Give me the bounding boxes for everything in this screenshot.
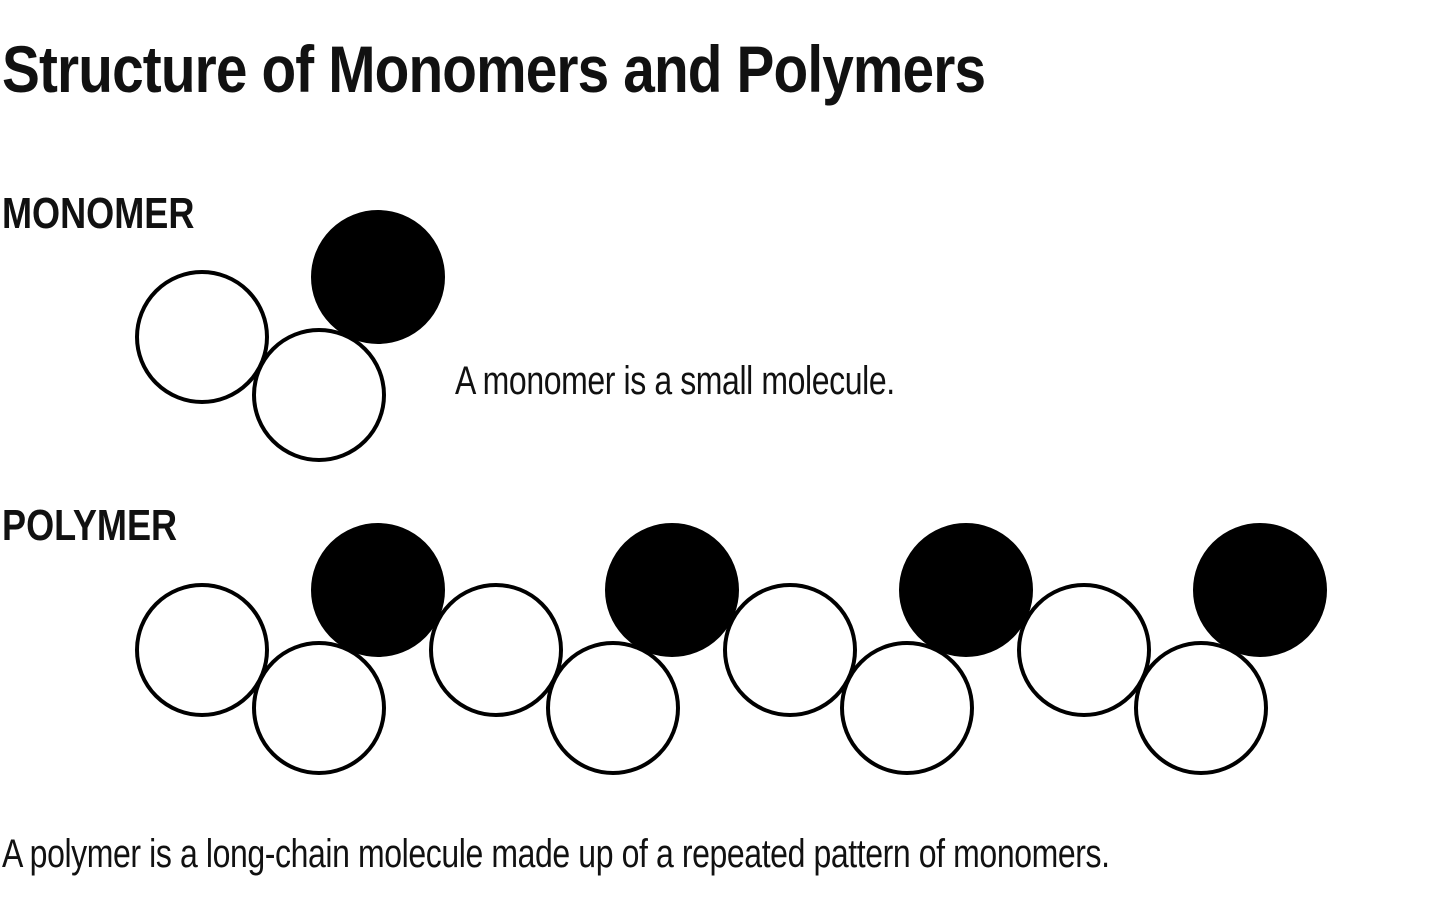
polymer-unit-2-filled-atom — [605, 523, 739, 657]
polymer-unit-4-filled-atom — [1193, 523, 1327, 657]
polymer-unit-1-filled-atom — [311, 523, 445, 657]
polymer-unit-1-empty-atom-1 — [135, 583, 269, 717]
polymer-unit-2-empty-atom-1 — [429, 583, 563, 717]
monomer-caption: A monomer is a small molecule. — [455, 359, 895, 403]
monomer-empty-atom-1 — [135, 270, 269, 404]
polymer-unit-3-filled-atom — [899, 523, 1033, 657]
polymer-unit-4-empty-atom-2 — [1134, 641, 1268, 775]
monomer-filled-atom-3 — [311, 210, 445, 344]
polymer-unit-2-empty-atom-2 — [546, 641, 680, 775]
polymer-caption: A polymer is a long-chain molecule made … — [2, 832, 1110, 876]
polymer-unit-3-empty-atom-1 — [723, 583, 857, 717]
polymer-unit-3-empty-atom-2 — [840, 641, 974, 775]
monomer-label: MONOMER — [2, 189, 195, 238]
page-title: Structure of Monomers and Polymers — [2, 32, 986, 106]
polymer-unit-4-empty-atom-1 — [1017, 583, 1151, 717]
polymer-unit-1-empty-atom-2 — [252, 641, 386, 775]
monomer-empty-atom-2 — [252, 328, 386, 462]
polymer-label: POLYMER — [2, 501, 178, 550]
